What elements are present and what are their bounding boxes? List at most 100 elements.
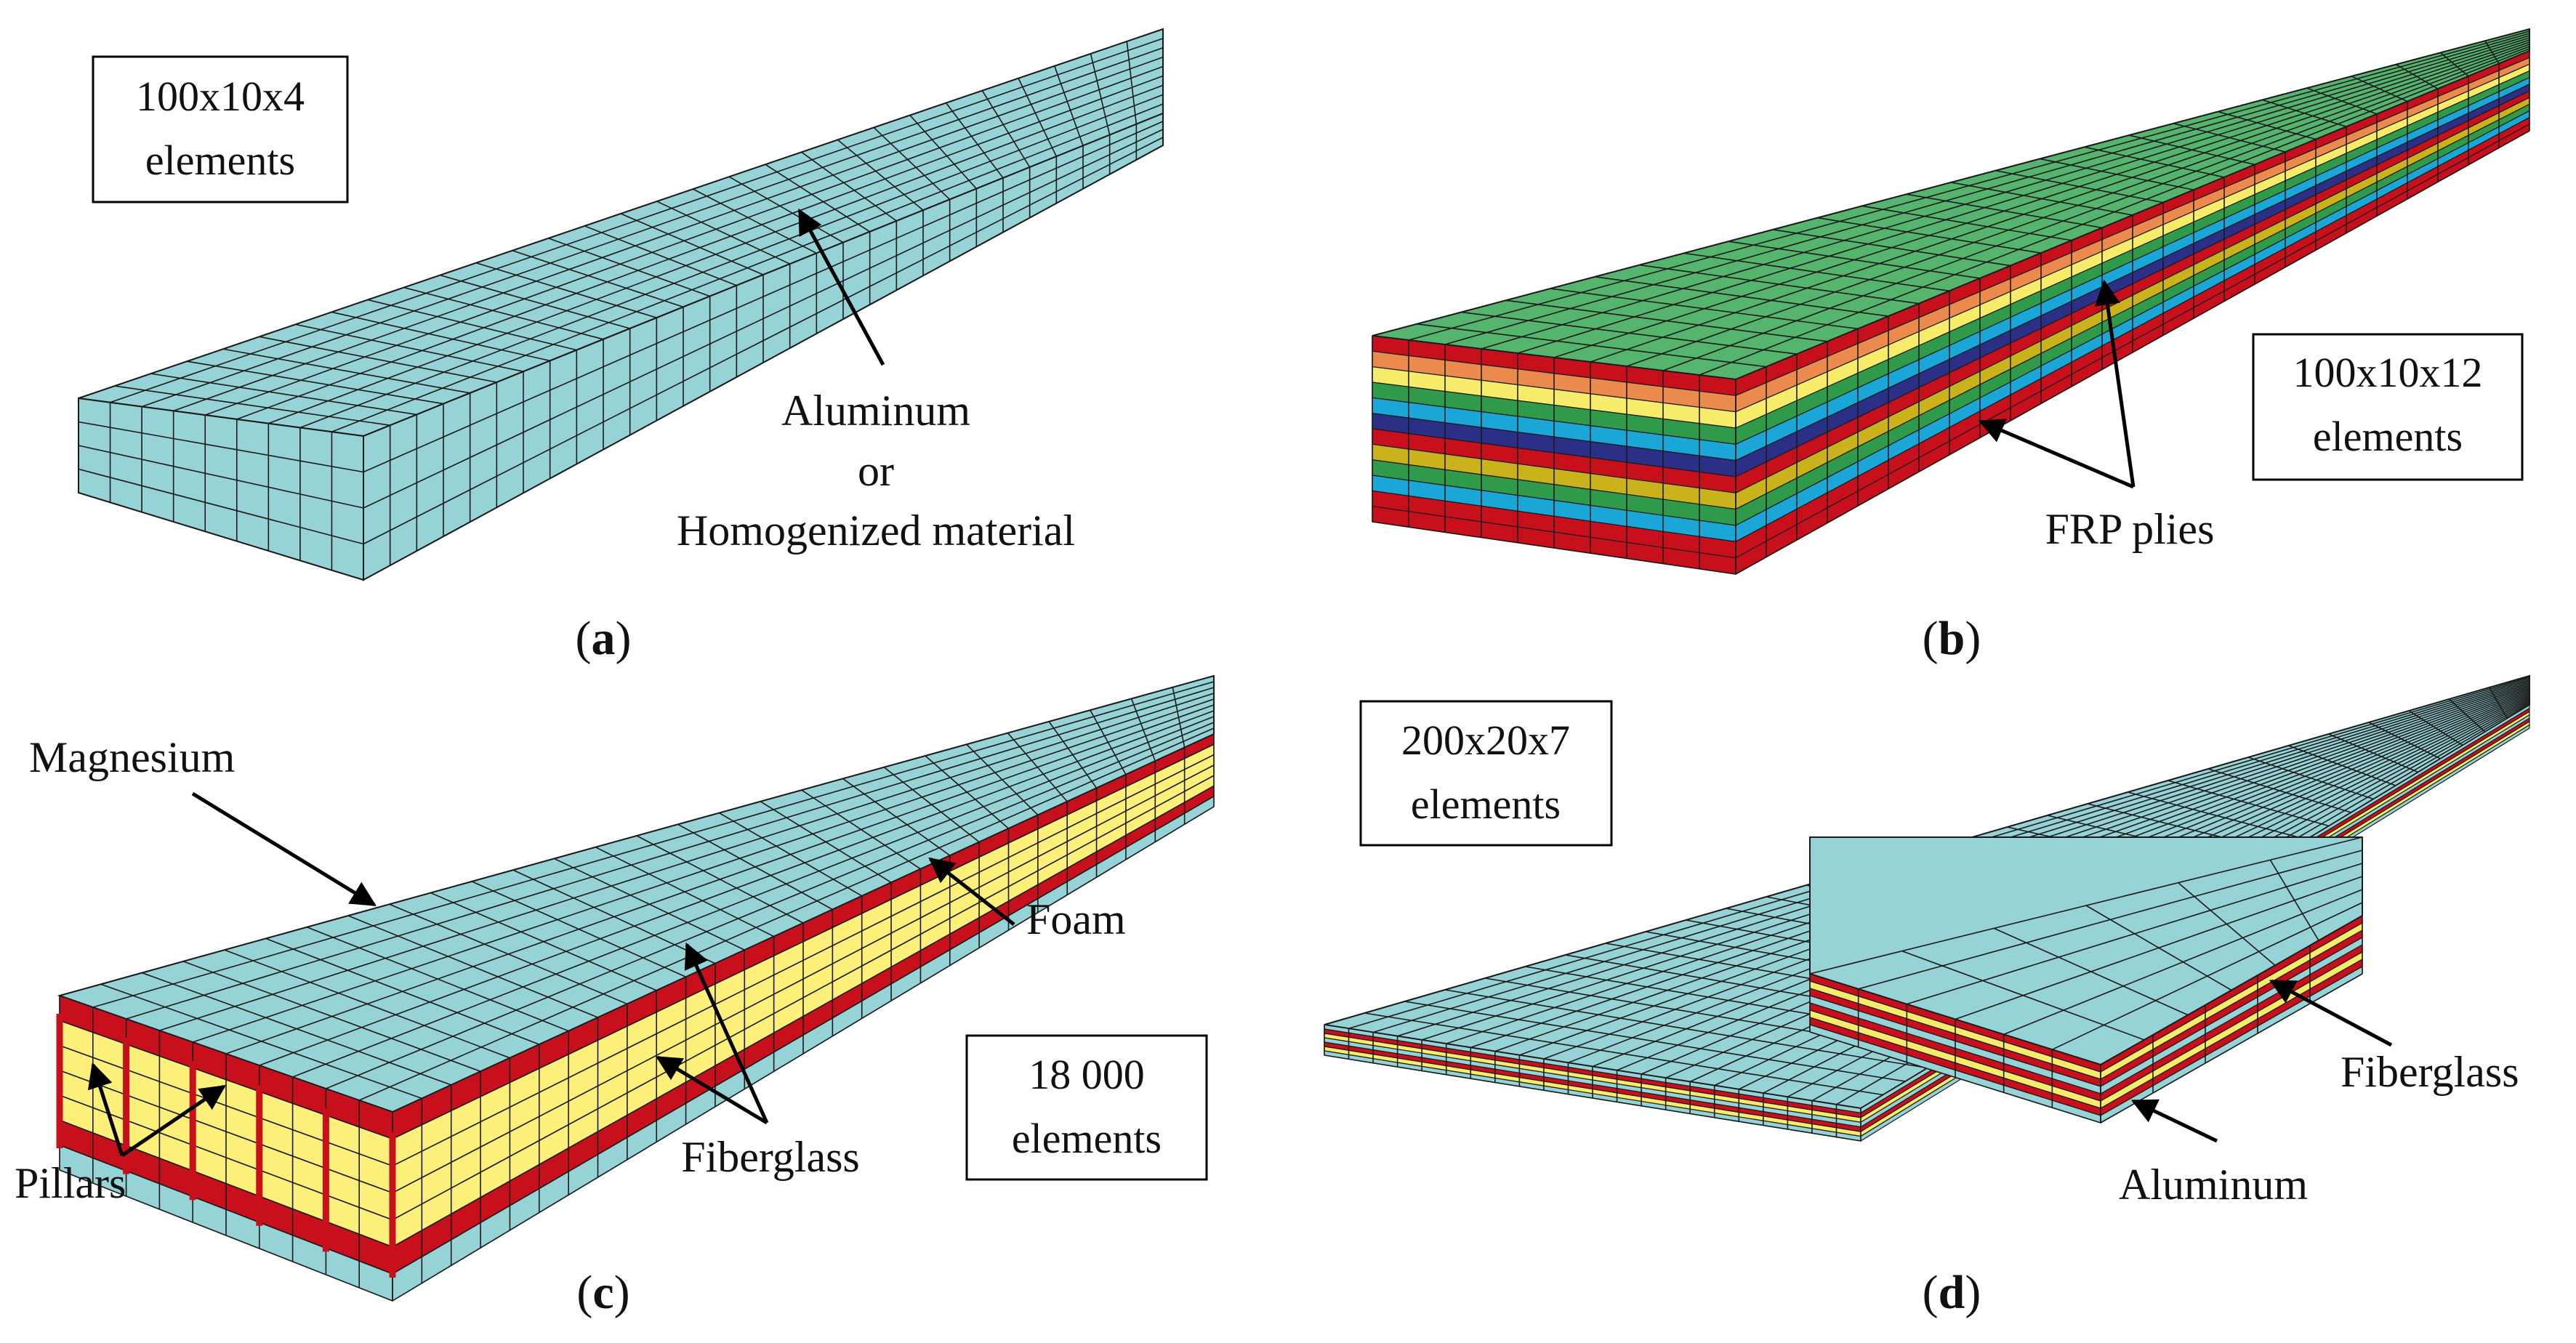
svg-text:100x10x12: 100x10x12 (2293, 349, 2483, 396)
svg-text:elements: elements (2313, 413, 2463, 460)
mesh-line (719, 812, 863, 897)
mesh-line (2218, 110, 2317, 140)
mesh-line (392, 806, 1215, 1302)
magnesium-label: Magnesium (29, 733, 235, 781)
mesh-line (403, 286, 604, 340)
mesh-line (1817, 217, 2042, 254)
mesh-line (1054, 65, 1084, 146)
mesh-line (2448, 698, 2486, 733)
mesh-line (100, 983, 422, 1100)
mesh-line (1090, 709, 1127, 775)
mesh-line (367, 299, 577, 351)
mesh-line (2085, 905, 2232, 991)
fiberglass-label: Fiberglass (681, 1133, 860, 1181)
material-pointer-arrow (797, 208, 885, 366)
aluminum-arrow (2130, 1099, 2218, 1143)
svg-text:18 000: 18 000 (1029, 1051, 1145, 1098)
mesh-line (548, 238, 710, 297)
mesh-line (1364, 1012, 1883, 1096)
panel-c: Magnesium Foam Fiberglass Pillars 18 000… (15, 674, 1215, 1319)
mesh-line (363, 129, 1164, 509)
mesh-line (801, 789, 921, 870)
mesh-line (59, 1070, 393, 1194)
mesh-line (475, 262, 657, 318)
mesh-line (1090, 53, 1111, 135)
panel-b: 100x10x12 elements FRP plies (b) (1372, 28, 2530, 665)
svg-text:100x10x4: 100x10x4 (136, 73, 305, 120)
mesh-line (1906, 193, 2103, 229)
mesh-line (1994, 927, 2189, 1016)
mesh-line (392, 743, 1215, 1140)
mesh-line (2262, 99, 2347, 128)
mesh-line (295, 323, 524, 372)
mesh-line (1683, 252, 1950, 292)
mesh-line (114, 385, 390, 426)
panel-d: 200x20x7 elements Fiberglass Aluminum (d… (1324, 674, 2530, 1319)
frp-laminate (1372, 28, 2530, 576)
mesh-line (1950, 182, 2133, 216)
inset-mesh-lines (1809, 836, 2363, 1124)
mesh-line (59, 1020, 393, 1140)
svg-text:elements: elements (145, 137, 295, 184)
mesh-line (512, 869, 716, 964)
mesh-line (1735, 130, 2530, 575)
caption-c: (c) (576, 1266, 629, 1319)
mesh-line (620, 213, 764, 275)
mesh-line (595, 846, 775, 937)
mesh-line (2351, 76, 2408, 102)
mesh-line (2247, 757, 2374, 800)
mesh-line (966, 743, 1039, 815)
mesh-line (2128, 791, 2307, 840)
mesh-line (1728, 241, 1981, 279)
element-count-box: 18 000 elements (965, 1034, 1208, 1181)
mesh-line (78, 421, 364, 473)
mesh-line (1444, 989, 1928, 1069)
plies-label: FRP plies (2045, 505, 2215, 553)
mesh-line (1901, 950, 2145, 1041)
mesh-line (1639, 264, 1920, 305)
pillars-arrow-left (87, 1062, 124, 1156)
mesh-line (1861, 205, 2072, 241)
mesh-line (512, 250, 684, 308)
mesh-line (2168, 780, 2330, 827)
mesh-line (2408, 710, 2463, 746)
mesh-line (392, 785, 1215, 1248)
mesh-line (677, 823, 833, 911)
mesh-line (842, 778, 951, 856)
mesh-line (182, 961, 481, 1073)
mesh-line (1126, 41, 1138, 124)
mesh-line (760, 801, 892, 883)
mesh-line (78, 468, 364, 545)
mesh-line (2368, 722, 2441, 759)
mesh-line (945, 102, 1004, 179)
mesh-line (1130, 698, 1156, 762)
mesh-line (554, 858, 745, 951)
material-label-line3: Homogenized material (677, 507, 1075, 554)
svg-text:elements: elements (1012, 1115, 1162, 1162)
element-count-box: 100x10x12 elements (2252, 333, 2524, 481)
fiberglass-arrow-upper (684, 942, 769, 1124)
mesh-line (265, 937, 540, 1045)
mesh-line (59, 1119, 393, 1248)
mesh-line (222, 348, 470, 394)
mesh-line (2040, 158, 2194, 191)
fiberglass-arrow (2269, 979, 2393, 1047)
mesh-line (2173, 123, 2286, 153)
mesh-line (2306, 87, 2378, 115)
pillars-arrow-right (121, 1084, 226, 1158)
mesh-line (765, 164, 871, 233)
plies-arrow-left (1978, 419, 2134, 489)
mesh-line (1735, 50, 2530, 380)
mesh-line (1372, 521, 1736, 575)
caption-d: (d) (1923, 1266, 1981, 1319)
mesh-line (2100, 973, 2363, 1124)
sandwich-beam (56, 674, 1215, 1302)
mesh-line (347, 915, 598, 1018)
mesh-line (883, 767, 980, 843)
svg-text:200x20x7: 200x20x7 (1401, 717, 1570, 764)
mesh-line (1324, 1054, 1861, 1142)
mesh-line (1404, 1001, 1906, 1082)
mesh-line (2484, 40, 2500, 64)
pillars-label: Pillars (15, 1159, 126, 1207)
